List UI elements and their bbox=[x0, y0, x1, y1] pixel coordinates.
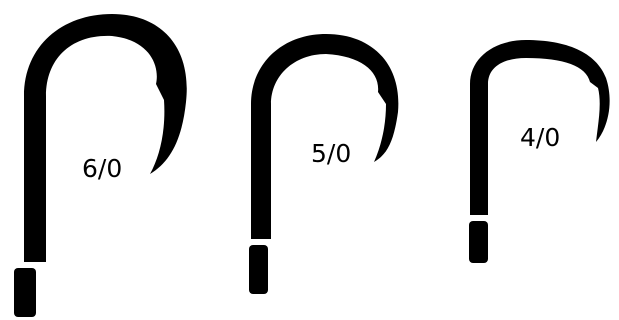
hook-size-label: 6/0 bbox=[82, 154, 122, 183]
hook-size-label: 4/0 bbox=[520, 123, 560, 152]
hook-6-0: 6/0 bbox=[14, 14, 187, 317]
hook-size-label: 5/0 bbox=[311, 139, 351, 168]
hook-4-0: 4/0 bbox=[469, 40, 610, 263]
hook-5-0: 5/0 bbox=[249, 34, 398, 294]
